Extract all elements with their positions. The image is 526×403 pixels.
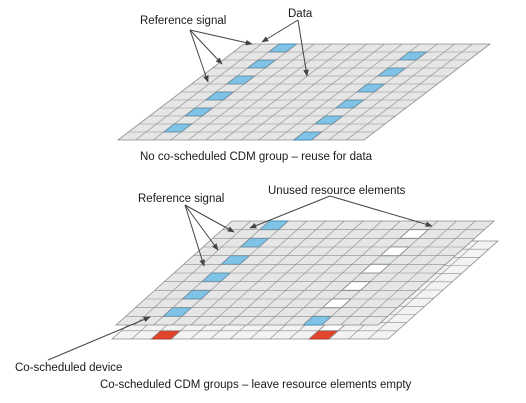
arrow-ref-b-3 (184, 204, 205, 267)
arrow-unused-left (249, 195, 331, 229)
top-data-label: Data (288, 8, 313, 20)
top-resource-grid (116, 43, 492, 141)
unused-resource-elements-label: Unused resource elements (268, 185, 406, 197)
arrow-unused-right (329, 195, 433, 227)
arrow-ref-to-rs-3 (189, 29, 209, 83)
top-arrows (189, 19, 309, 83)
arrow-data-right (297, 19, 309, 77)
bottom-reference-signal-label: Reference signal (138, 193, 224, 205)
co-scheduled-device-label: Co-scheduled device (15, 362, 122, 374)
top-caption: No co-scheduled CDM group – reuse for da… (140, 151, 373, 163)
arrow-ref-b-1 (184, 204, 235, 233)
arrow-ref-to-rs-2 (189, 29, 223, 65)
arrow-ref-to-top-rs (189, 29, 253, 46)
arrow-ref-b-2 (184, 204, 219, 251)
arrow-data-left (261, 19, 299, 43)
bottom-caption: Co-scheduled CDM groups – leave resource… (100, 379, 412, 391)
bottom-arrows (47, 195, 433, 361)
top-reference-signal-label: Reference signal (140, 15, 226, 27)
bottom-front-resource-grid (114, 220, 496, 326)
arrow-device (47, 316, 151, 361)
